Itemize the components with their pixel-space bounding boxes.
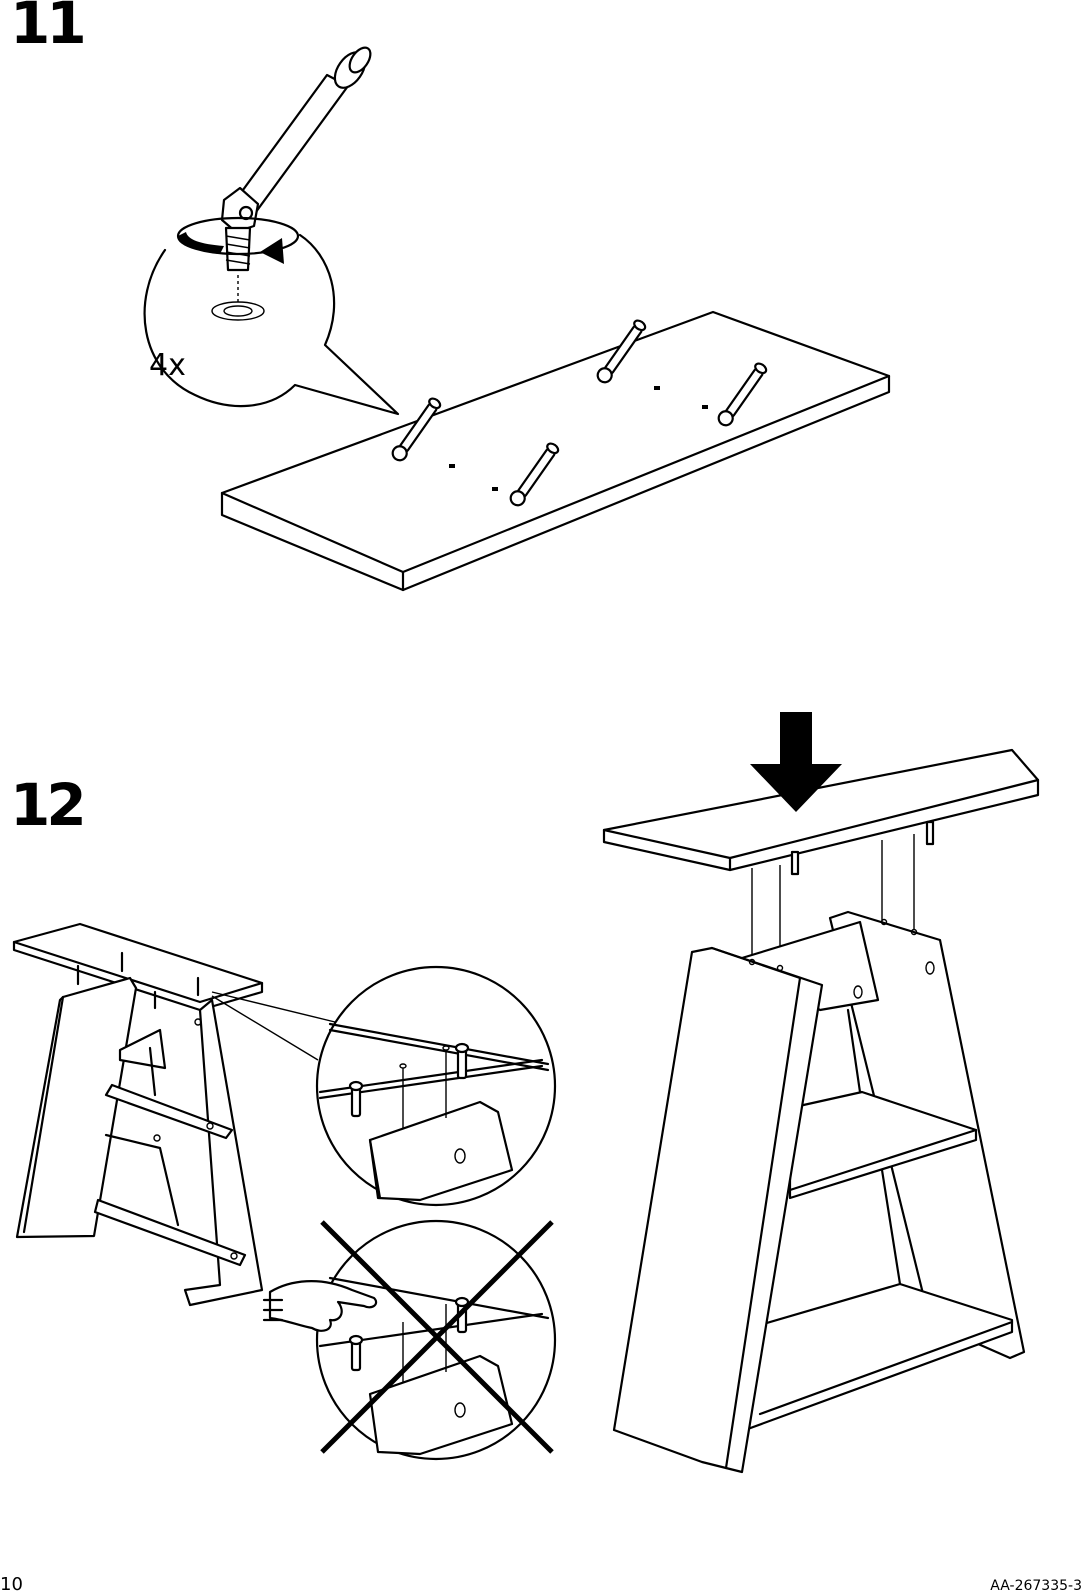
detail-correct [317, 967, 555, 1205]
hole-inner [224, 306, 252, 316]
hole-outer [212, 302, 264, 320]
step-12-illustration [14, 712, 1038, 1472]
standing-bookcase [604, 712, 1038, 1472]
pointing-hand-icon [264, 1281, 376, 1331]
detail-incorrect [317, 1221, 555, 1459]
zoom-callout-bubble [145, 235, 398, 414]
frame-on-side [14, 924, 335, 1305]
step-11-illustration [145, 44, 889, 590]
